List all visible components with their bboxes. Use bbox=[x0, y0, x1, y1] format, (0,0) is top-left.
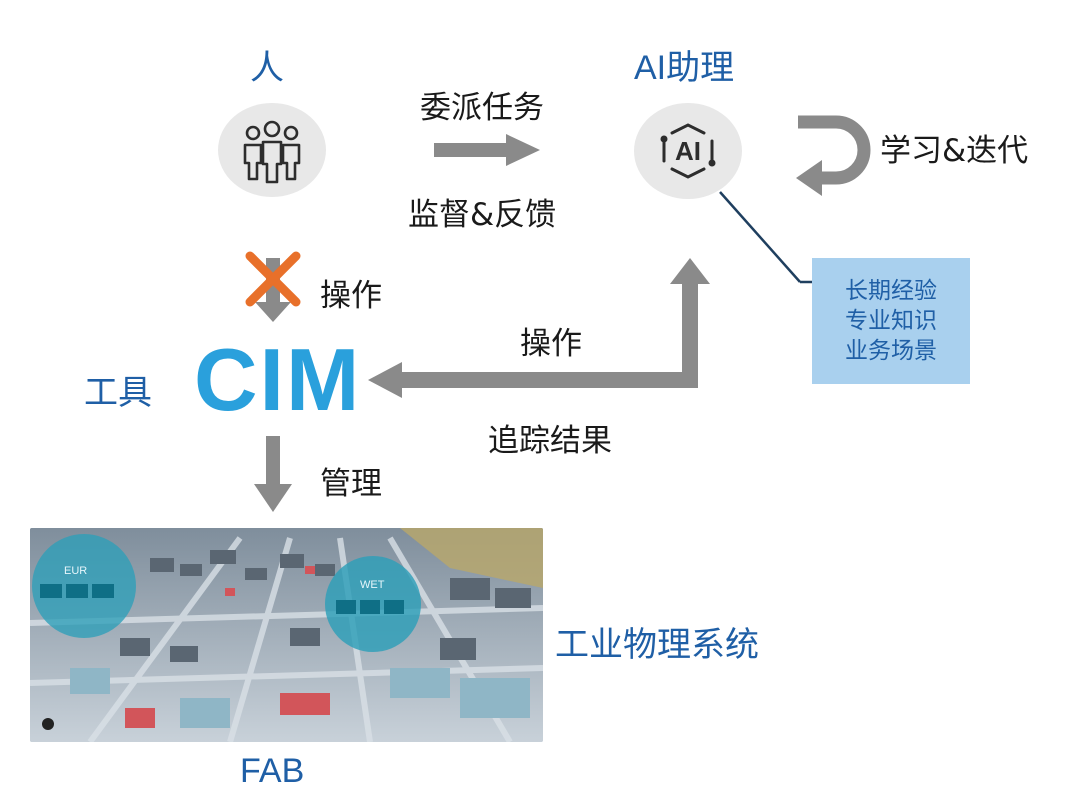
ai-operate-label: 操作 bbox=[520, 326, 582, 362]
manage-label: 管理 bbox=[320, 466, 382, 502]
ai-operate-arrow bbox=[368, 258, 710, 398]
delegate-arrow bbox=[434, 134, 540, 166]
human-node bbox=[218, 103, 326, 197]
tool-title: 工具 bbox=[84, 373, 152, 413]
knowledge-line-3: 业务场景 bbox=[845, 338, 937, 364]
human-operate-label: 操作 bbox=[320, 278, 382, 314]
delegate-label: 委派任务 bbox=[420, 90, 544, 126]
knowledge-line-2: 专业知识 bbox=[845, 308, 937, 334]
ai-chip-icon: AI bbox=[660, 123, 716, 179]
knowledge-line-1: 长期经验 bbox=[845, 278, 937, 304]
ai-assistant-title: AI助理 bbox=[634, 49, 735, 87]
knowledge-connector-line bbox=[719, 191, 801, 283]
fab-bubble-right-title: WET bbox=[360, 579, 385, 591]
manage-arrow bbox=[254, 436, 292, 512]
fab-scene-image: EUR WET bbox=[30, 528, 543, 742]
human-title: 人 bbox=[250, 48, 284, 88]
cross-icon bbox=[245, 251, 301, 307]
fab-label: FAB bbox=[240, 752, 305, 790]
track-label: 追踪结果 bbox=[488, 423, 612, 459]
knowledge-box: 长期经验 专业知识 业务场景 bbox=[812, 258, 970, 384]
people-icon bbox=[243, 120, 301, 184]
supervise-label: 监督&反馈 bbox=[408, 197, 557, 233]
industrial-physical-system-label: 工业物理系统 bbox=[555, 625, 759, 665]
ai-icon-text: AI bbox=[675, 136, 701, 166]
ai-node: AI bbox=[634, 103, 742, 199]
fab-bubble-left-title: EUR bbox=[64, 565, 87, 577]
learn-loop-arrow bbox=[796, 115, 871, 196]
fab-floor-illustration: EUR WET bbox=[30, 528, 543, 742]
learn-label: 学习&迭代 bbox=[880, 133, 1029, 169]
cim-logo: CIM bbox=[194, 330, 362, 429]
